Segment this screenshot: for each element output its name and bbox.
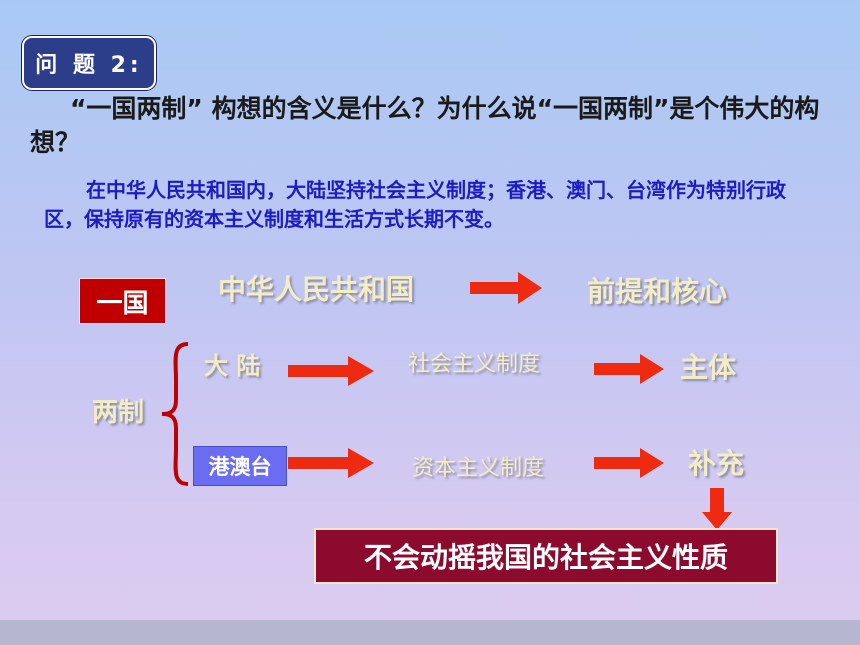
right-arrow-icon [594,448,664,478]
question-text: “一国两制” 构想的含义是什么？为什么说“一国两制”是个伟大的构想？ [30,92,840,160]
down-arrow-icon [702,488,732,530]
mainland-system: 社会主义制度 [408,352,541,377]
one-country-result: 前提和核心 [587,275,728,308]
footer-band [0,620,860,645]
right-arrow-icon [288,448,374,478]
question-badge: 问 题 2: [22,36,156,90]
conclusion-box: 不会动摇我国的社会主义性质 [314,528,778,584]
answer-text-content: 在中华人民共和国内，大陆坚持社会主义制度；香港、澳门、台湾作为特别行政区，保持原… [44,178,786,231]
curly-brace-icon [161,342,189,486]
right-arrow-icon [288,356,374,386]
right-arrow-icon [594,354,664,384]
right-arrow-icon [470,272,542,304]
hk-macau-taiwan-box: 港澳台 [193,446,287,486]
one-country-subject: 中华人民共和国 [218,273,415,306]
one-country-box: 一国 [79,278,166,324]
hk-macau-taiwan-result: 补充 [688,447,745,480]
question-text-content: “一国两制” 构想的含义是什么？为什么说“一国两制”是个伟大的构想？ [30,94,820,157]
mainland-label: 大 陆 [204,352,261,380]
answer-text: 在中华人民共和国内，大陆坚持社会主义制度；香港、澳门、台湾作为特别行政区，保持原… [44,176,824,234]
mainland-result: 主体 [680,351,737,384]
two-systems-label: 两制 [92,398,145,428]
hk-macau-taiwan-system: 资本主义制度 [412,456,545,481]
